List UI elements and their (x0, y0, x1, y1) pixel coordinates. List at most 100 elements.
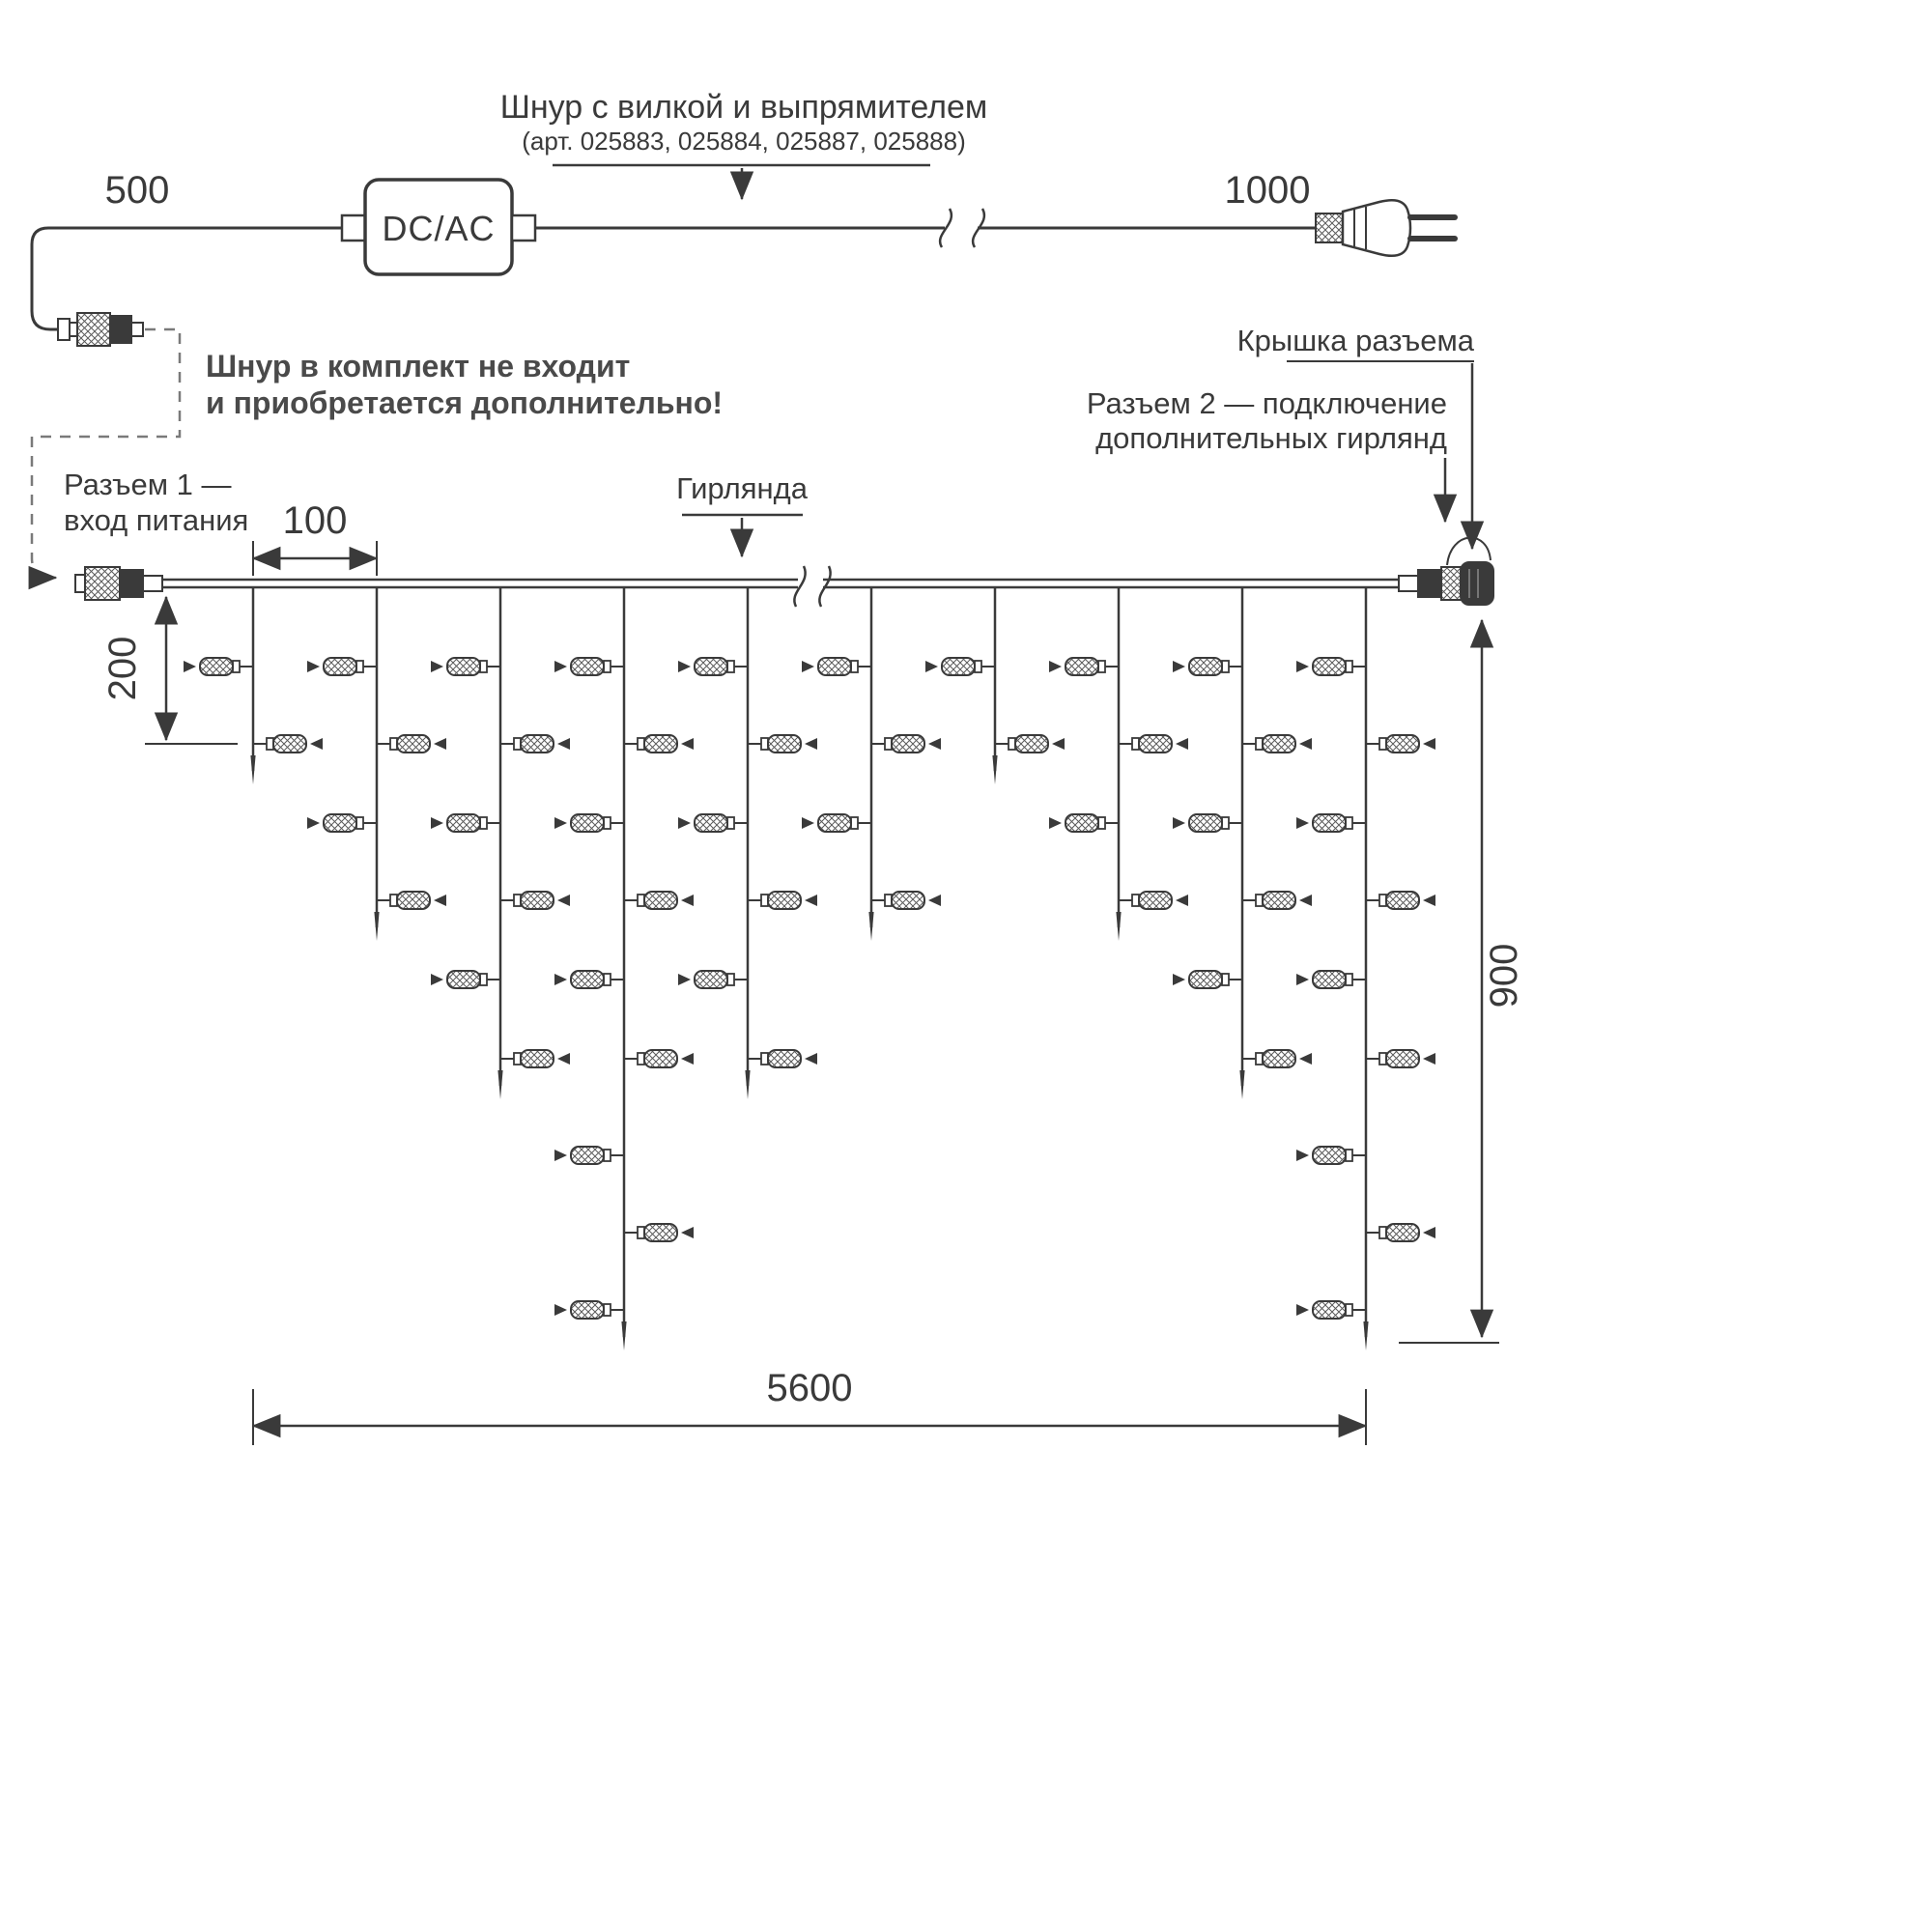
lamp-arrow-icon (1296, 817, 1309, 829)
lamp-icon (1173, 970, 1242, 989)
lamp-icon (1242, 891, 1312, 910)
lamp-icon (431, 970, 500, 989)
lamp-icon (1242, 734, 1312, 753)
lamp-icon (1049, 657, 1119, 676)
lamp-icon (678, 657, 748, 676)
lamp-icon (624, 1223, 694, 1242)
lamp-arrow-icon (554, 661, 567, 672)
lamp-arrow-icon (1423, 1227, 1435, 1238)
lamp-icon (624, 891, 694, 910)
lamp-icon (1242, 1049, 1312, 1068)
lamp-icon (1366, 891, 1435, 910)
lamp-icon (1296, 1300, 1366, 1320)
lamp-icon (748, 734, 817, 753)
lamp-arrow-icon (1049, 661, 1062, 672)
drop-tip (1239, 1070, 1245, 1099)
lamp-arrow-icon (1296, 1304, 1309, 1316)
lamp-arrow-icon (1049, 817, 1062, 829)
lamp-arrow-icon (1052, 738, 1065, 750)
drop-tip (1116, 912, 1122, 941)
garland-callout: Гирлянда (676, 471, 809, 558)
lamp-arrow-icon (681, 738, 694, 750)
lamp-icon (253, 734, 323, 753)
lamp-icon (1296, 813, 1366, 833)
lamp-icon (871, 734, 941, 753)
lamp-arrow-icon (681, 895, 694, 906)
lamp-icon (431, 657, 500, 676)
lamp-icon (184, 657, 253, 676)
lamp-arrow-icon (681, 1053, 694, 1065)
lamp-arrow-icon (431, 661, 443, 672)
lamp-icon (1173, 657, 1242, 676)
lamp-arrow-icon (1299, 895, 1312, 906)
lamp-arrow-icon (1296, 1150, 1309, 1161)
lamp-arrow-icon (184, 661, 196, 672)
lamp-arrow-icon (310, 738, 323, 750)
lamp-icon (307, 813, 377, 833)
garland-drops (184, 587, 1435, 1350)
not-included-dashed-path (28, 327, 182, 590)
dcac-adapter: DC/AC (340, 178, 537, 276)
lamp-arrow-icon (928, 738, 941, 750)
lamp-icon (802, 813, 871, 833)
lamp-icon (377, 891, 446, 910)
lamp-arrow-icon (307, 661, 320, 672)
lamp-icon (678, 970, 748, 989)
lamp-icon (554, 813, 624, 833)
connector-cover-label: Крышка разъема (1237, 324, 1475, 357)
power-cord-assembly: 500 DC/AC 1000 Шнур с вилкой и выпрямите… (30, 89, 1458, 347)
lamp-icon (871, 891, 941, 910)
lamp-icon (1366, 1223, 1435, 1242)
lamp-icon (1119, 734, 1188, 753)
lamp-arrow-icon (1173, 974, 1185, 985)
dim-900: 900 (1399, 618, 1525, 1344)
lamp-arrow-icon (1173, 817, 1185, 829)
cord-connector-icon (57, 312, 144, 347)
lamp-arrow-icon (805, 738, 817, 750)
garland-drop (925, 587, 1065, 784)
dim-500-label: 500 (105, 169, 170, 212)
dim-1000-label: 1000 (1225, 169, 1311, 212)
lamp-arrow-icon (678, 974, 691, 985)
connector2-icon (1398, 536, 1494, 606)
drop-tip (745, 1070, 751, 1099)
lamp-arrow-icon (554, 1304, 567, 1316)
lamp-arrow-icon (554, 1150, 567, 1161)
dim-5600-label: 5600 (767, 1367, 853, 1409)
lamp-icon (802, 657, 871, 676)
right-annotations: Крышка разъема Разъем 2 — подключение до… (1087, 324, 1485, 551)
lamp-icon (624, 1049, 694, 1068)
cable-break-icon (938, 208, 986, 248)
lamp-arrow-icon (925, 661, 938, 672)
dim-900-label: 900 (1483, 944, 1525, 1009)
lamp-arrow-icon (1423, 738, 1435, 750)
lamp-icon (678, 813, 748, 833)
lamp-arrow-icon (1176, 738, 1188, 750)
lamp-icon (554, 970, 624, 989)
lamp-arrow-icon (805, 895, 817, 906)
lamp-icon (624, 734, 694, 753)
lamp-arrow-icon (554, 974, 567, 985)
lamp-icon (431, 813, 500, 833)
dim-200-label: 200 (101, 637, 144, 701)
lamp-arrow-icon (434, 738, 446, 750)
connector-cap-icon (1460, 561, 1494, 606)
lamp-arrow-icon (805, 1053, 817, 1065)
cord-left-cable (30, 226, 350, 331)
lamp-arrow-icon (802, 661, 814, 672)
lamp-arrow-icon (307, 817, 320, 829)
lamp-arrow-icon (802, 817, 814, 829)
garland-drop (1173, 587, 1312, 1099)
garland-body: 100 200 900 5600 (74, 499, 1525, 1445)
lamp-icon (748, 891, 817, 910)
dcac-label: DC/AC (382, 209, 495, 248)
drop-tip (621, 1321, 627, 1350)
not-included-label-2: и приобретается дополнительно! (206, 385, 723, 420)
lamp-icon (1366, 1049, 1435, 1068)
connector1-label-2: вход питания (64, 503, 248, 537)
plug-icon (1315, 199, 1458, 257)
garland-main-wire (162, 565, 1399, 608)
lamp-icon (307, 657, 377, 676)
lamp-icon (1296, 970, 1366, 989)
